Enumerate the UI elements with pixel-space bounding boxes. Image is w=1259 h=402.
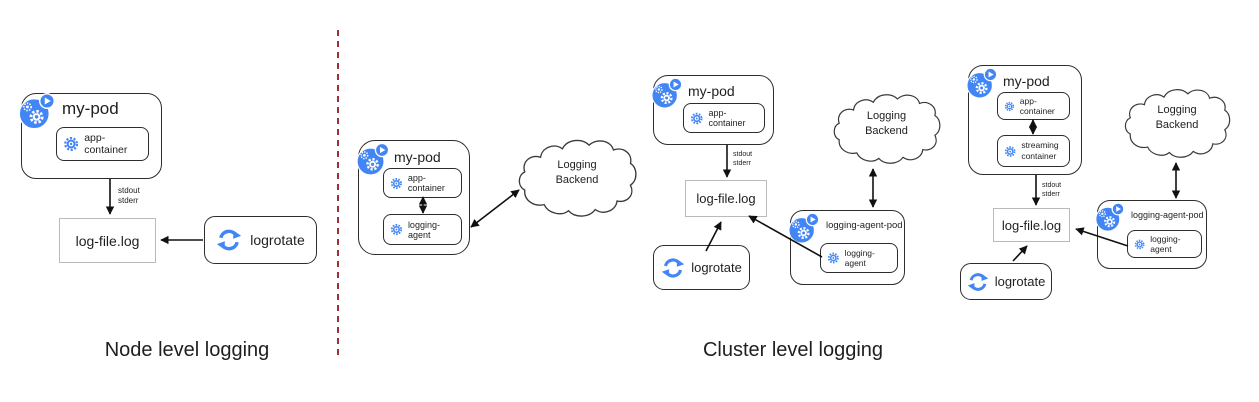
logging-backend-cloud: Logging Backend xyxy=(516,133,638,218)
node-logrotate-box: logrotate xyxy=(204,216,317,264)
agent2-app-container-box: app-container xyxy=(683,103,765,133)
log-file-label: log-file.log xyxy=(696,191,756,206)
container-gear-icon xyxy=(690,111,703,126)
pod-name-label: my-pod xyxy=(1003,73,1050,89)
container-label: logging-agent xyxy=(1150,234,1181,254)
pod-icon xyxy=(17,91,57,131)
agent3-streaming-container-box: streaming container xyxy=(997,135,1070,167)
logrotate-label: logrotate xyxy=(691,260,742,275)
pod-icon xyxy=(650,76,684,110)
container-gear-icon xyxy=(1004,100,1015,113)
pod-name-label: logging-agent-pod xyxy=(826,220,903,231)
node-section-title: Node level logging xyxy=(104,339,270,361)
agent2-logging-agent-box: logging-agent xyxy=(820,243,898,273)
pod-icon xyxy=(787,211,821,245)
pod-name-label: my-pod xyxy=(62,99,119,118)
container-gear-icon xyxy=(1004,145,1016,158)
container-label: app-container xyxy=(1019,96,1055,116)
container-label: streaming container xyxy=(1021,140,1059,161)
stderr-label: stderr xyxy=(118,196,139,206)
container-gear-icon xyxy=(827,251,840,265)
logrotate-label: logrotate xyxy=(250,232,305,248)
log-file-label: log-file.log xyxy=(75,232,140,249)
backend-label: Logging Backend xyxy=(1155,104,1199,131)
stream-labels: stdout stderr xyxy=(733,150,752,168)
agent3-log-file-box: log-file.log xyxy=(993,208,1070,242)
container-gear-icon xyxy=(390,176,403,191)
backend-label: Logging Backend xyxy=(555,158,599,186)
logging-backend-cloud: Logging Backend xyxy=(830,88,943,165)
container-label: logging-agent xyxy=(844,248,875,268)
pod-icon xyxy=(355,141,391,177)
stderr-label: stderr xyxy=(1042,191,1060,199)
log-file-label: log-file.log xyxy=(1001,217,1062,233)
sidecar-logging-agent-box: logging-agent xyxy=(383,214,462,245)
arrow-pod-to-backend xyxy=(470,189,520,228)
sidecar-app-container-box: app-container xyxy=(383,168,462,198)
pod-icon xyxy=(965,66,999,100)
stream-labels: stdout stderr xyxy=(1042,181,1061,199)
pod-icon xyxy=(1094,201,1126,233)
rotate-arrows-icon xyxy=(967,271,989,293)
container-label: app-container xyxy=(84,132,128,156)
pod-name-label: my-pod xyxy=(394,149,441,165)
logging-backend-cloud: Logging Backend xyxy=(1122,83,1232,159)
section-divider xyxy=(337,30,339,360)
agent3-logging-agent-box: logging-agent xyxy=(1127,230,1202,258)
node-app-container-box: app-container xyxy=(56,127,149,161)
node-log-file-box: log-file.log xyxy=(59,218,156,263)
rotate-arrows-icon xyxy=(216,227,242,253)
rotate-arrows-icon xyxy=(661,256,685,280)
container-label: app-container xyxy=(708,108,746,128)
container-gear-icon xyxy=(390,222,403,237)
container-label: logging-agent xyxy=(407,219,440,240)
stream-labels: stdout stderr xyxy=(118,186,140,207)
stderr-label: stderr xyxy=(733,160,751,168)
pod-name-label: my-pod xyxy=(688,83,735,99)
cluster-section-title: Cluster level logging xyxy=(702,339,884,361)
agent3-logrotate-box: logrotate xyxy=(960,263,1052,300)
backend-label: Logging Backend xyxy=(865,109,908,137)
stdout-label: stdout xyxy=(1042,182,1062,189)
agent2-logrotate-box: logrotate xyxy=(653,245,750,290)
container-gear-icon xyxy=(1134,238,1145,251)
container-label: app-container xyxy=(407,173,445,193)
stdout-label: stdout xyxy=(118,186,140,195)
stdout-label: stdout xyxy=(733,151,753,158)
agent2-log-file-box: log-file.log xyxy=(685,180,767,217)
container-gear-icon xyxy=(63,135,79,153)
pod-name-label: logging-agent-pod xyxy=(1131,210,1204,220)
logrotate-label: logrotate xyxy=(994,274,1046,289)
arrow-logrotate-to-logfile xyxy=(1012,245,1028,262)
agent3-app-container-box: app-container xyxy=(997,92,1070,120)
